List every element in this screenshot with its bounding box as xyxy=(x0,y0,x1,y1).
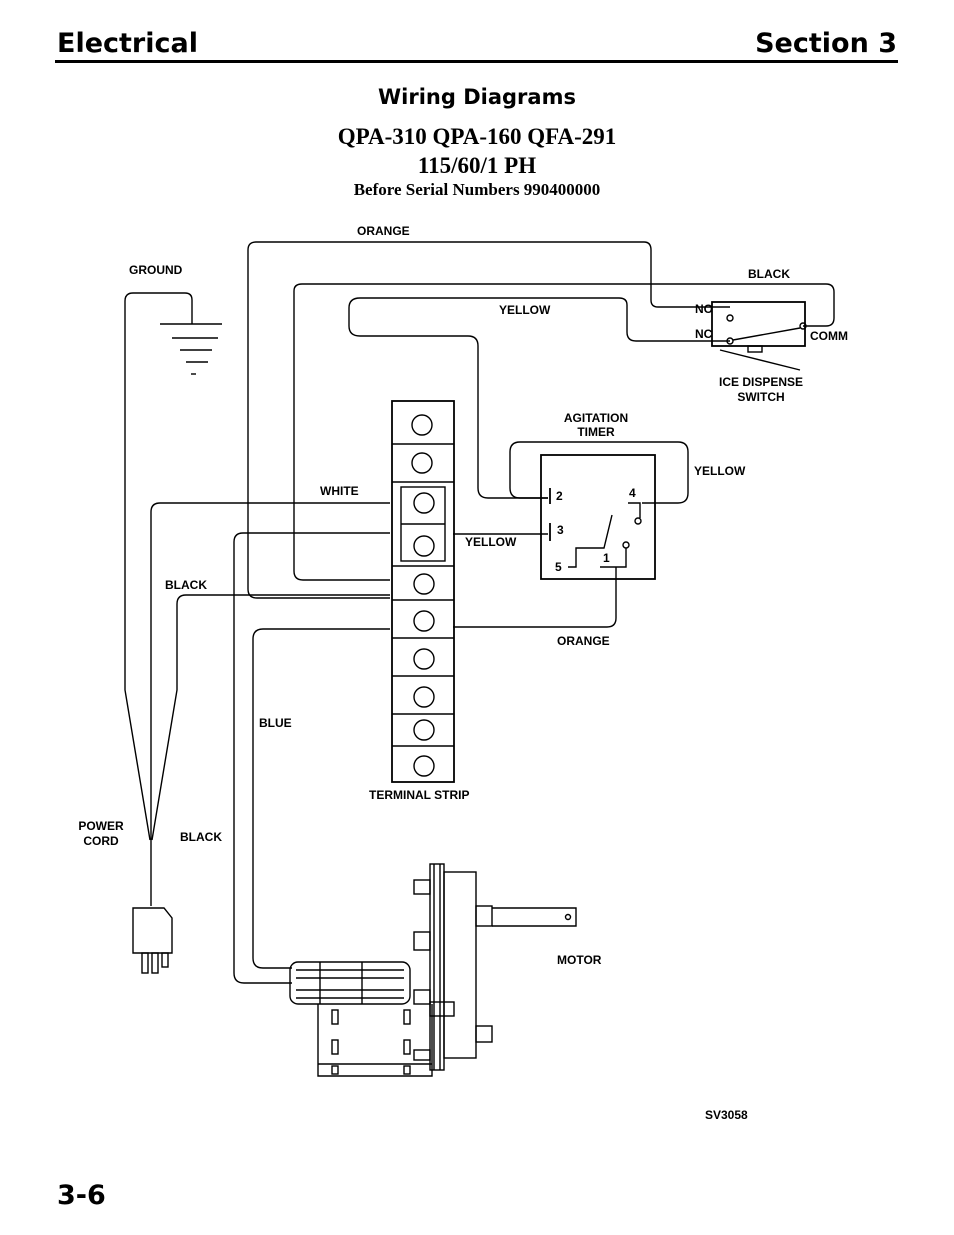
label-black-low: BLACK xyxy=(180,830,222,844)
label-motor: MOTOR xyxy=(557,953,602,967)
ice-dispense-switch xyxy=(711,301,807,371)
label-terminal-3: 3 xyxy=(557,523,564,537)
figure-id: SV3058 xyxy=(705,1108,748,1122)
terminal-strip xyxy=(391,400,455,783)
wire-yellow-right xyxy=(509,441,689,504)
label-comm: COMM xyxy=(810,329,848,343)
label-ice-dispense-switch: SWITCH xyxy=(737,390,784,404)
label-black-mid: BLACK xyxy=(165,578,207,592)
label-terminal-2: 2 xyxy=(556,489,563,503)
label-blue: BLUE xyxy=(259,716,292,730)
label-terminal-strip: TERMINAL STRIP xyxy=(369,788,469,802)
page-number: 3-6 xyxy=(57,1180,106,1211)
label-ground: GROUND xyxy=(129,263,183,277)
label-terminal-5: 5 xyxy=(555,560,562,574)
label-yellow-right: YELLOW xyxy=(694,464,746,478)
label-agitation: AGITATION xyxy=(564,411,628,425)
label-ice-dispense: ICE DISPENSE xyxy=(719,375,803,389)
section-title: Electrical xyxy=(57,28,198,59)
label-terminal-1: 1 xyxy=(603,551,610,565)
wire-black-low xyxy=(233,532,390,984)
wire-blue xyxy=(252,628,390,969)
model-numbers: QPA-310 QPA-160 QFA-291 115/60/1 PH xyxy=(0,122,954,180)
diagram-heading: Wiring Diagrams xyxy=(378,85,576,109)
motor xyxy=(289,863,577,1077)
label-orange-top: ORANGE xyxy=(357,224,410,238)
section-number: Section 3 xyxy=(755,28,897,59)
label-no: NO xyxy=(695,302,713,316)
agitation-timer xyxy=(540,454,656,580)
label-black-top: BLACK xyxy=(748,267,790,281)
label-white: WHITE xyxy=(320,484,359,498)
models-line: QPA-310 QPA-160 QFA-291 xyxy=(337,124,617,149)
label-agitation-timer: TIMER xyxy=(577,425,615,439)
label-power-cord: CORD xyxy=(83,834,119,848)
label-power: POWER xyxy=(78,819,124,833)
label-orange-mid: ORANGE xyxy=(557,634,610,648)
label-yellow-mid: YELLOW xyxy=(465,535,517,549)
label-nc: NC xyxy=(695,327,713,341)
serial-note: Before Serial Numbers 990400000 xyxy=(353,180,601,199)
wire-black-top xyxy=(293,283,835,581)
voltage-line: 115/60/1 PH xyxy=(417,153,537,178)
label-terminal-4: 4 xyxy=(629,486,636,500)
label-yellow-top: YELLOW xyxy=(499,303,551,317)
power-plug xyxy=(132,907,173,974)
wire-yellow-top xyxy=(348,297,730,499)
wire-orange-mid xyxy=(453,567,617,628)
power-cord-wires xyxy=(124,292,390,906)
header-rule xyxy=(55,60,898,63)
ground-symbol xyxy=(160,323,222,375)
wire-orange-top xyxy=(247,241,730,599)
